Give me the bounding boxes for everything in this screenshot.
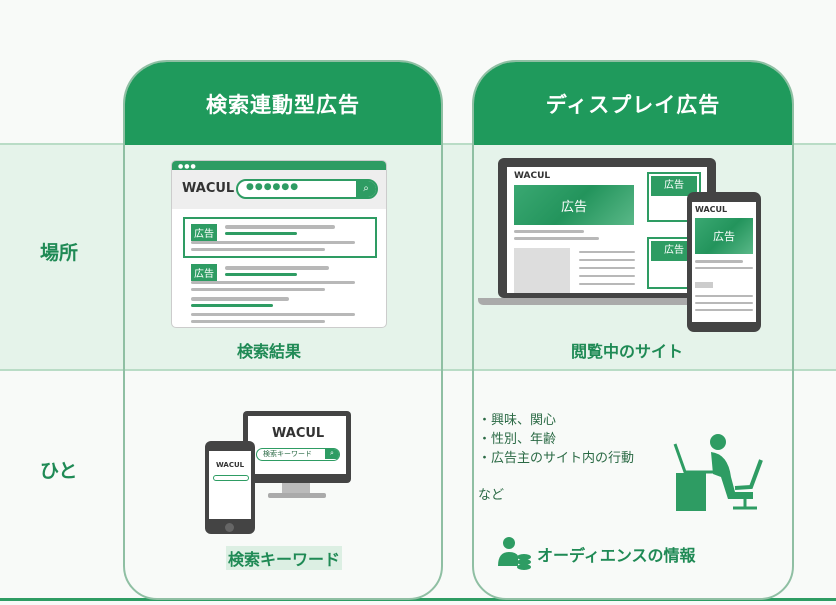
search-keyword-caption: 検索キーワード [226,546,343,570]
search-ads-column: 検索連動型広告 [123,60,443,600]
phone-illustration: WACUL [205,441,255,534]
ad-result-2: 広告 [185,261,379,301]
display-ads-header: ディスプレイ広告 [474,62,792,145]
search-icon: ⌕ [356,181,376,197]
search-results-caption: 検索結果 [237,342,302,361]
monitor-illustration: WACUL 検索キーワード ⌕ [243,411,351,483]
search-query: ●●●●●● [246,182,300,192]
browser-titlebar: ●●● [172,161,386,170]
audience-item: ・広告主のサイト内の行動 [478,451,635,466]
ad-tag: 広告 [191,264,217,281]
ad-tag: 広告 [191,224,217,241]
audience-item: ・興味、関心 [478,413,557,428]
bottom-divider [0,598,836,601]
audience-list: ・興味、関心 ・性別、年齢 ・広告主のサイト内の行動 [478,411,634,468]
search-box: ●●●●●● ⌕ [236,179,378,199]
audience-data-icon [498,537,531,570]
home-button-icon [225,523,234,532]
brand-logo: WACUL [695,205,728,214]
brand-logo: WACUL [272,426,325,441]
banner-ad: 広告 [695,218,753,254]
search-results-browser: ●●● WACUL ●●●●●● ⌕ 広告 広告 [171,160,387,328]
row-label-place: 場所 [40,242,79,264]
display-ads-column: ディスプレイ広告 [472,60,794,600]
audience-etc: など [478,488,505,503]
browser-header: WACUL ●●●●●● ⌕ [172,170,386,209]
row-label-people: ひと [40,460,78,482]
audience-info-caption: オーディエンスの情報 [537,546,696,565]
viewing-site-caption: 閲覧中のサイト [571,342,684,361]
search-icon: ⌕ [325,449,339,459]
window-dots-icon: ●●● [178,163,197,170]
laptop-illustration: WACUL 広告 広告 広告 [498,158,716,298]
phone-illustration: WACUL 広告 [687,192,761,332]
audience-item: ・性別、年齢 [478,432,557,447]
keyword-search-box: 検索キーワード ⌕ [256,448,340,461]
search-ads-header: 検索連動型広告 [125,62,441,145]
banner-ad: 広告 [514,185,634,225]
laptop-screen: WACUL 広告 広告 広告 [507,167,707,293]
laptop-base [478,298,708,305]
monitor-stand [282,483,310,493]
monitor-base [268,493,326,498]
brand-logo: WACUL [182,181,235,196]
ad-result-1: 広告 [183,217,377,258]
brand-logo: WACUL [514,171,551,181]
person-at-desk-icon [673,434,763,511]
